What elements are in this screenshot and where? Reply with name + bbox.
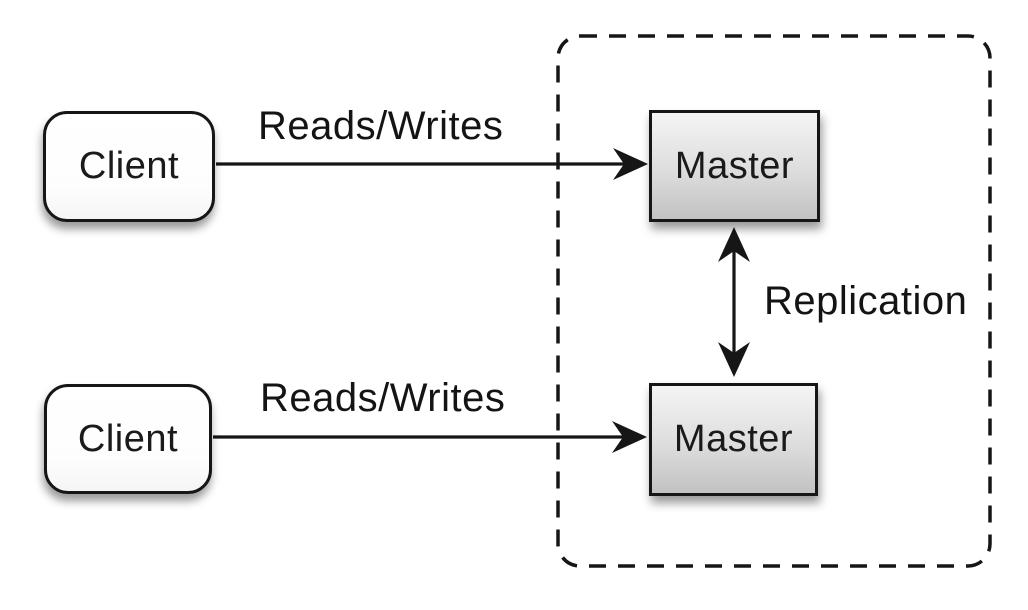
client-node-top-label: Client — [78, 145, 180, 187]
master-node-top-label: Master — [674, 144, 795, 187]
arrowhead-up-icon — [718, 227, 750, 262]
replication-label: Replication — [764, 279, 968, 323]
reads-writes-label-top: Reads/Writes — [258, 104, 504, 148]
arrowhead-right-icon — [612, 421, 647, 453]
arrowhead-down-icon — [718, 342, 750, 377]
replication-arrow — [718, 227, 750, 377]
master-node-top: Master — [649, 110, 820, 222]
reads-writes-label-bottom: Reads/Writes — [260, 376, 506, 420]
client-node-bottom-label: Client — [77, 417, 179, 460]
master-node-bottom: Master — [649, 383, 818, 496]
reads-writes-arrow-bottom — [213, 421, 647, 453]
client-node-top: Client — [43, 111, 215, 222]
reads-writes-arrow-top — [216, 148, 648, 180]
arrowhead-right-icon — [613, 148, 648, 180]
dashed-boundary-box — [556, 34, 992, 568]
master-node-bottom-label: Master — [673, 418, 794, 460]
client-node-bottom: Client — [44, 384, 212, 494]
